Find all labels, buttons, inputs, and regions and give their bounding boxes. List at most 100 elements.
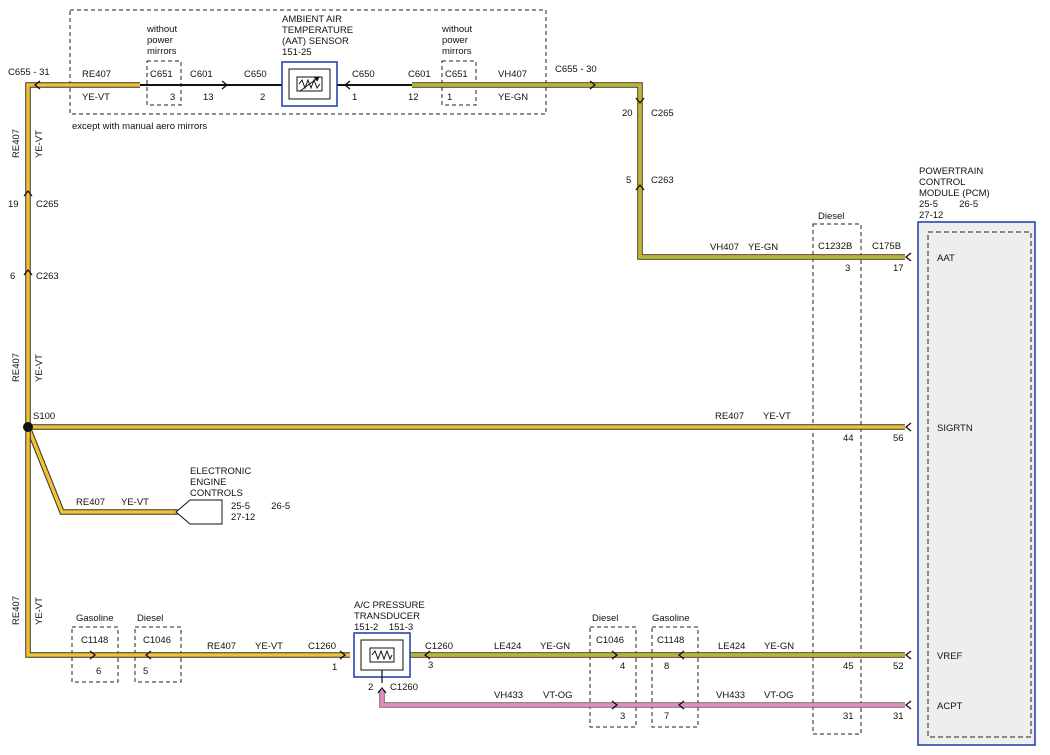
vref-wire-color: YE-GN [540, 641, 570, 652]
c1046-right-pin-acpt: 3 [620, 711, 625, 722]
pcm-refs-1: 25-5 26-5 [919, 199, 978, 210]
pcm-pin-sigrtn-name: SIGRTN [937, 423, 973, 434]
pcm-pin-vref-name: VREF [937, 651, 963, 662]
c651-left-option-3: mirrors [147, 46, 177, 57]
pcm-pin-acpt-name: ACPT [937, 701, 963, 712]
c1046-right-label: C1046 [596, 635, 624, 646]
aat-sensor-title-2: TEMPERATURE [282, 25, 353, 36]
top-left-circuit: RE407 [82, 69, 111, 80]
mirror-note: except with manual aero mirrors [72, 121, 207, 132]
c651-right-option-1: without [441, 24, 472, 35]
ac-transducer-refs: 151-2 151-3 [354, 622, 413, 633]
bottom-left-wire-color: YE-VT [255, 641, 283, 652]
c1260-right-pin: 3 [428, 660, 433, 671]
connector-chevrons [23, 80, 912, 710]
pcm-title-3: MODULE (PCM) [919, 188, 990, 199]
c601-right-label: C601 [408, 69, 431, 80]
pcm-refs-2: 27-12 [919, 210, 943, 221]
c651-right-option-3: mirrors [442, 46, 472, 57]
pcm-title-2: CONTROL [919, 177, 965, 188]
eec-refs-1: 25-5 26-5 [231, 501, 290, 512]
vref-wire-color-2: YE-GN [764, 641, 794, 652]
c650-right-label: C650 [352, 69, 375, 80]
c601-left-pin: 13 [203, 92, 214, 103]
acpt-wire-color: VT-OG [543, 690, 573, 701]
c651-left-option-1: without [146, 24, 177, 35]
diesel-box-label: Diesel [818, 211, 844, 222]
c1148-left-label: C1148 [81, 635, 108, 646]
diesel-c1046-right-box [589, 626, 637, 728]
c1260-bottom-label: C1260 [390, 682, 418, 693]
c265-right-label: C265 [651, 108, 674, 119]
c650-right-pin: 1 [352, 92, 357, 103]
c1046-left-pin: 5 [143, 666, 148, 677]
left-vertical-circuit-upper: RE407 [11, 129, 22, 158]
eec-wire-circuit: RE407 [76, 497, 105, 508]
c601-left-label: C601 [190, 69, 213, 80]
pcm-pin-aat-name: AAT [937, 253, 955, 264]
c175b-label: C175B [872, 241, 901, 252]
eec-title-1: ELECTRONIC [190, 466, 251, 477]
c1260-left-label: C1260 [308, 641, 336, 652]
c1148-right-pin-acpt: 7 [664, 711, 669, 722]
c1232b-pin-acpt: 31 [843, 711, 854, 722]
c651-right-option-2: power [442, 35, 468, 46]
aat-wire-color: YE-GN [748, 242, 778, 253]
c655-left-label: C655 - 31 [8, 67, 50, 78]
c651-left-option-2: power [147, 35, 173, 46]
ac-transducer-title-2: TRANSDUCER [354, 611, 420, 622]
bottom-left-wire-circuit: RE407 [207, 641, 236, 652]
left-vertical-circuit-lower: RE407 [11, 596, 22, 625]
top-left-color: YE-VT [82, 92, 110, 103]
sigrtn-wire-circuit: RE407 [715, 411, 744, 422]
eec-refs-2: 27-12 [231, 512, 255, 523]
c1260-left-pin: 1 [332, 662, 337, 673]
c1260-bottom-pin: 2 [368, 682, 373, 693]
c650-left-label: C650 [244, 69, 267, 80]
pcm-title-1: POWERTRAIN [919, 166, 983, 177]
c1232b-pin-vref: 45 [843, 661, 854, 672]
pcm-pin-acpt-number: 31 [893, 711, 904, 722]
c1148-right-pin-vref: 8 [664, 661, 669, 672]
c263-right-pin: 5 [626, 175, 631, 186]
c1232b-label: C1232B [818, 241, 852, 252]
c655-right-label: C655 - 30 [555, 64, 597, 75]
c601-right-pin: 12 [408, 92, 419, 103]
acpt-wire-circuit-2: VH433 [716, 690, 745, 701]
left-vertical-color-upper: YE-VT [34, 130, 45, 158]
c650-left-pin: 2 [260, 92, 265, 103]
c265-left-label: C265 [36, 199, 59, 210]
c1260-right-label: C1260 [425, 641, 453, 652]
diesel-pcm-box [812, 223, 862, 735]
mirror-option-box [69, 9, 547, 115]
c1232b-pin-aat: 3 [845, 263, 850, 274]
gasoline-right-label: Gasoline [652, 613, 690, 624]
vref-wire-circuit-2: LE424 [718, 641, 745, 652]
left-vertical-color-middle: YE-VT [34, 354, 45, 382]
c1046-right-pin-vref: 4 [620, 661, 625, 672]
pcm-module [917, 221, 1036, 746]
c265-left-pin: 19 [8, 199, 19, 210]
diesel-right-label: Diesel [592, 613, 618, 624]
c651-right-label: C651 [445, 69, 468, 80]
gasoline-c1148-right-box [651, 626, 699, 728]
top-right-circuit: VH407 [498, 69, 527, 80]
splice-s100-label: S100 [33, 411, 55, 422]
aat-sensor-title-1: AMBIENT AIR [282, 14, 342, 25]
diesel-left-label: Diesel [137, 613, 163, 624]
c1148-left-pin: 6 [96, 666, 101, 677]
eec-wire-color: YE-VT [121, 497, 149, 508]
gasoline-left-label: Gasoline [76, 613, 114, 624]
aat-sensor-title-3: (AAT) SENSOR [282, 36, 349, 47]
c263-left-pin: 6 [10, 271, 15, 282]
acpt-wire-circuit: VH433 [494, 690, 523, 701]
sigrtn-wire-color: YE-VT [763, 411, 791, 422]
eec-title-3: CONTROLS [190, 488, 243, 499]
splice-s100-dot [23, 422, 33, 432]
ac-transducer-title-1: A/C PRESSURE [354, 600, 425, 611]
c651-right-pin: 1 [447, 92, 452, 103]
top-right-color: YE-GN [498, 92, 528, 103]
c1046-left-label: C1046 [143, 635, 171, 646]
c1148-right-label: C1148 [657, 635, 684, 646]
